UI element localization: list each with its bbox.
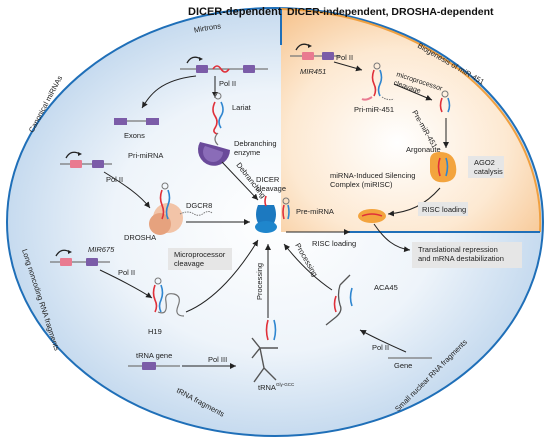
pri-mirna-label: Pri-miRNA	[128, 151, 163, 160]
aca45-transcript-icon	[325, 274, 353, 326]
debranching-enzyme-icon	[198, 142, 230, 166]
microprocessor-cleavage-box	[168, 248, 232, 270]
arrow-pol2-451	[333, 61, 363, 72]
pri-mir451-label: Pri-miR-451	[354, 105, 394, 114]
mirtron-gene	[180, 56, 268, 73]
pre-mirna-label: Pre-miRNA	[296, 207, 334, 216]
processing-left-label: Processing	[255, 263, 264, 300]
gene-label: Gene	[394, 361, 412, 370]
orange-quadrant	[281, 9, 541, 232]
aca45-label: ACA45	[374, 283, 398, 292]
arrow-pol2-canonical	[103, 171, 151, 209]
mir675-gene	[50, 249, 110, 266]
risc-loading-right-label: RISC loading	[422, 205, 466, 214]
lariat-label: Lariat	[232, 103, 252, 112]
trna-gene-label: tRNA gene	[136, 351, 172, 360]
arrow-to-translational	[373, 223, 411, 253]
risc-loading-center-label: RISC loading	[312, 239, 356, 248]
trna-gene	[128, 362, 180, 370]
header-dicer-dependent: DICER-dependent	[188, 6, 282, 18]
pol3-label: Pol III	[208, 355, 227, 364]
mir451-label: MIR451	[300, 67, 326, 76]
pri-mir451-icon	[361, 62, 395, 101]
orange-quadrant-outline	[280, 8, 542, 233]
pol2-canonical-label: Pol II	[106, 175, 123, 184]
trna-gly-label: tRNA	[258, 383, 276, 392]
drosha-label: DROSHA	[124, 233, 156, 242]
arrow-debranching	[221, 161, 259, 201]
header-dicer-independent: DICER-independent, DROSHA-dependent	[287, 6, 494, 18]
exons-label: Exons	[124, 131, 145, 140]
arrow-to-exons	[141, 75, 197, 109]
arrow-pol2-sn	[359, 329, 407, 353]
arrow-pol2-lnc	[99, 269, 153, 299]
ago2-catalysis-box	[468, 156, 504, 178]
arrow-microprocessor-451	[393, 83, 433, 101]
dicer-icon	[255, 195, 277, 233]
argonaute-label: Argonaute	[406, 145, 441, 154]
pre-mir451-icon	[439, 90, 451, 113]
h19-transcript-icon	[152, 277, 185, 317]
mir451-gene	[290, 43, 340, 60]
pol2-451-label: Pol II	[336, 53, 353, 62]
arrow-risc-loading-right	[387, 187, 441, 217]
pre-mirna-icon	[282, 197, 290, 220]
mirisc-icon	[358, 209, 386, 223]
arrow-h19-to-dicer	[185, 239, 259, 313]
pol2-mirtron-label: Pol II	[219, 79, 236, 88]
lariat-icon	[212, 92, 224, 146]
risc-loading-right-box	[418, 202, 468, 216]
dgcr8-label: DGCR8	[186, 201, 212, 210]
trna-cloverleaf-icon	[251, 319, 278, 383]
microprocessor-complex-icon	[149, 182, 213, 235]
h19-label: H19	[148, 327, 162, 336]
pol2-sn-label: Pol II	[372, 343, 389, 352]
arrow-sn-processing	[283, 243, 333, 291]
pol2-lnc-label: Pol II	[118, 268, 135, 277]
translational-box	[412, 242, 522, 268]
canonical-gene	[60, 151, 112, 168]
exons-icon	[114, 118, 159, 125]
trna-gly-sup-label: Gly-GCC	[276, 382, 295, 387]
mir675-label: MIR675	[88, 245, 115, 254]
ago2-icon	[430, 152, 457, 183]
